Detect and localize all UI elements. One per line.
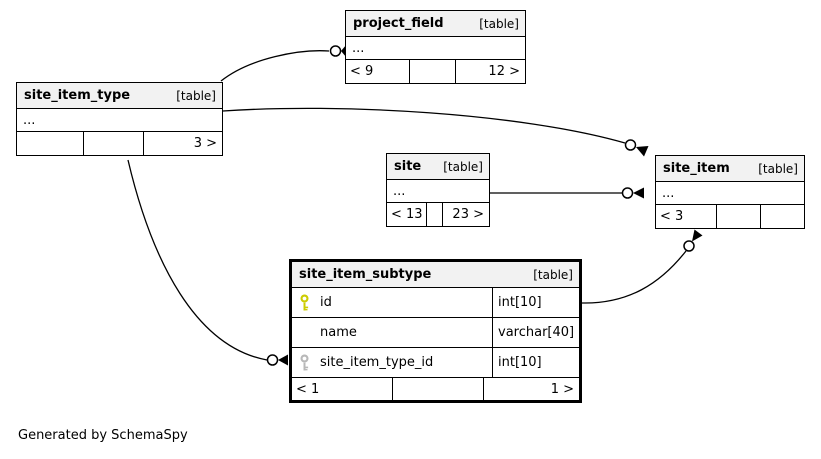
fk-arrow bbox=[278, 354, 288, 366]
column-type: varchar[40] bbox=[492, 318, 579, 347]
columns-ellipsis: ... bbox=[346, 37, 525, 60]
parents-count: 23 > bbox=[442, 203, 489, 226]
column-row-site_item_type_id: site_item_type_id int[10] bbox=[292, 347, 579, 377]
table-header: site [table] bbox=[387, 154, 489, 180]
relationship-site_item_subtype-to-site_item bbox=[581, 229, 703, 304]
fk-wire bbox=[222, 107, 626, 144]
fk-arrow bbox=[636, 146, 649, 157]
fk-arrow bbox=[633, 187, 644, 199]
fk-wire bbox=[220, 50, 330, 82]
fk-circle bbox=[624, 139, 637, 151]
column-name: name bbox=[320, 325, 357, 340]
table-site_item[interactable]: site_item [table] ... < 3 bbox=[655, 155, 805, 229]
fk-circle bbox=[329, 45, 342, 57]
table-degree-footer: < 1 1 > bbox=[292, 377, 579, 400]
table-name: site bbox=[394, 159, 422, 174]
foreign-key-icon bbox=[300, 354, 309, 371]
table-tag: [table] bbox=[176, 88, 216, 103]
table-site_item_subtype[interactable]: site_item_subtype [table] id int[10] nam… bbox=[289, 259, 582, 403]
column-type: int[10] bbox=[492, 288, 579, 317]
table-header: site_item_type [table] bbox=[17, 83, 222, 109]
footer-spacer bbox=[716, 205, 760, 228]
table-project_field[interactable]: project_field [table] ... < 9 12 > bbox=[345, 10, 526, 84]
fk-wire bbox=[127, 159, 268, 361]
table-degree-footer: 3 > bbox=[17, 132, 222, 155]
fk-circle bbox=[683, 240, 695, 252]
parents-count: 3 > bbox=[143, 132, 222, 155]
column-type: int[10] bbox=[492, 348, 579, 377]
children-count: < 13 bbox=[391, 207, 423, 222]
fk-wire bbox=[581, 250, 687, 304]
columns-ellipsis: ... bbox=[387, 180, 489, 203]
table-name: project_field bbox=[353, 16, 444, 31]
relationship-site_item_type-to-site_item_subtype bbox=[127, 159, 288, 366]
parents-count: 1 > bbox=[483, 378, 579, 400]
fk-arrow bbox=[692, 229, 703, 242]
parents-count: 12 > bbox=[455, 60, 525, 83]
parents-count bbox=[760, 205, 804, 228]
table-header: site_item [table] bbox=[656, 156, 804, 182]
table-site[interactable]: site [table] ... < 13 23 > bbox=[386, 153, 490, 227]
columns-ellipsis: ... bbox=[17, 109, 222, 132]
column-row-id: id int[10] bbox=[292, 288, 579, 317]
children-count: < 1 bbox=[296, 381, 320, 397]
column-name: site_item_type_id bbox=[320, 355, 434, 370]
table-name: site_item_subtype bbox=[299, 267, 432, 282]
table-name: site_item bbox=[663, 161, 730, 176]
table-degree-footer: < 13 23 > bbox=[387, 203, 489, 226]
fk-circle bbox=[266, 354, 279, 366]
table-site_item_type[interactable]: site_item_type [table] ... 3 > bbox=[16, 82, 223, 156]
column-name: id bbox=[320, 295, 332, 310]
table-header: project_field [table] bbox=[346, 11, 525, 37]
relationship-site_item_type-to-site_item bbox=[222, 107, 649, 157]
table-tag: [table] bbox=[479, 16, 519, 31]
generated-by-credit: Generated by SchemaSpy bbox=[18, 428, 188, 443]
children-count bbox=[17, 132, 83, 155]
footer-spacer bbox=[83, 132, 143, 155]
relationship-site-to-site_item bbox=[490, 187, 644, 199]
footer-spacer bbox=[392, 378, 483, 400]
relationship-site_item_type-to-project_field bbox=[220, 44, 347, 82]
table-degree-footer: < 9 12 > bbox=[346, 60, 525, 83]
primary-key-icon bbox=[300, 294, 309, 311]
table-tag: [table] bbox=[758, 161, 798, 176]
children-count: < 3 bbox=[660, 209, 684, 224]
children-count: < 9 bbox=[350, 64, 374, 79]
table-header: site_item_subtype [table] bbox=[292, 262, 579, 288]
no-key-spacer bbox=[298, 324, 311, 341]
table-name: site_item_type bbox=[24, 88, 131, 103]
column-row-name: name varchar[40] bbox=[292, 317, 579, 347]
footer-spacer bbox=[409, 60, 455, 83]
table-tag: [table] bbox=[443, 159, 483, 174]
table-degree-footer: < 3 bbox=[656, 205, 804, 228]
columns-ellipsis: ... bbox=[656, 182, 804, 205]
fk-circle bbox=[621, 187, 634, 199]
table-tag: [table] bbox=[533, 267, 573, 282]
footer-spacer bbox=[426, 203, 442, 226]
